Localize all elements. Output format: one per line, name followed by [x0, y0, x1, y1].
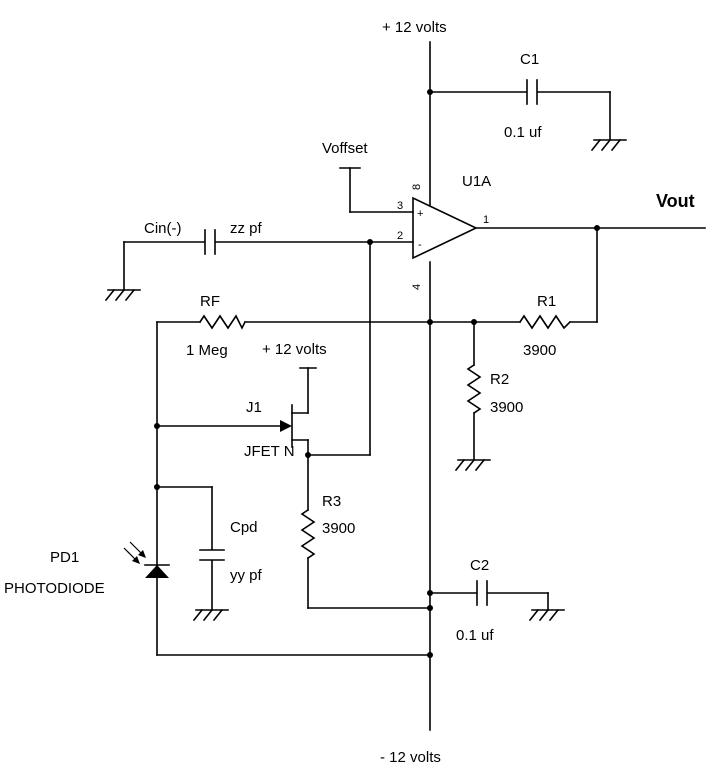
cin-value: zz pf — [230, 220, 263, 237]
pd1-type: PHOTODIODE — [4, 580, 105, 597]
photodiode-symbol — [123, 541, 170, 578]
r2-ground-icon — [454, 458, 491, 472]
opamp-name: U1A — [462, 173, 491, 190]
opamp-minus-sign: - — [418, 239, 422, 251]
c2-capacitor — [429, 580, 549, 611]
r2-value: 3900 — [490, 399, 523, 416]
rf-name: RF — [200, 293, 220, 310]
opamp-pin-4: 4 — [411, 284, 423, 290]
vout-label: Vout — [656, 191, 695, 211]
rf-resistor — [198, 314, 247, 330]
r2-resistor — [466, 321, 482, 461]
c1-value: 0.1 uf — [504, 124, 542, 141]
cin-ground-icon — [104, 288, 141, 302]
c1-name: C1 — [520, 51, 539, 68]
cpd-name: Cpd — [230, 519, 258, 536]
cin-capacitor — [123, 229, 216, 291]
j1-jfet-symbol — [156, 367, 317, 511]
c2-ground-icon — [528, 608, 565, 622]
c2-value: 0.1 uf — [456, 627, 494, 644]
cin-name: Cin(-) — [144, 220, 182, 237]
bottom-supply-label: - 12 volts — [380, 749, 441, 766]
c1-capacitor — [429, 79, 611, 141]
opamp-symbol — [412, 196, 478, 260]
r3-resistor — [300, 508, 431, 609]
top-supply-label: + 12 volts — [382, 19, 447, 36]
inverting-input-wire — [215, 241, 414, 456]
cpd-value: yy pf — [230, 567, 263, 584]
opamp-pin-1: 1 — [483, 214, 489, 226]
r3-value: 3900 — [322, 520, 355, 537]
c1-ground-icon — [590, 138, 627, 152]
opamp-pin-3: 3 — [397, 200, 403, 212]
jfet-drain-supply-label: + 12 volts — [262, 341, 327, 358]
pd1-name: PD1 — [50, 549, 79, 566]
opamp-pin-8: 8 — [411, 184, 423, 190]
output-wire — [475, 227, 706, 323]
junction-dots — [154, 89, 600, 658]
opamp-plus-sign: + — [417, 208, 423, 220]
r1-name: R1 — [537, 293, 556, 310]
c2-name: C2 — [470, 557, 489, 574]
rf-value: 1 Meg — [186, 342, 228, 359]
voffset-wire — [339, 167, 414, 213]
j1-name: J1 — [246, 399, 262, 416]
cpd-ground-icon — [192, 608, 229, 622]
r2-name: R2 — [490, 371, 509, 388]
r1-resistor — [518, 314, 572, 330]
j1-type: JFET N — [244, 443, 295, 460]
cpd-capacitor — [156, 486, 225, 611]
opamp-pin-2: 2 — [397, 230, 403, 242]
r3-name: R3 — [322, 493, 341, 510]
r1-value: 3900 — [523, 342, 556, 359]
voffset-label: Voffset — [322, 140, 368, 157]
